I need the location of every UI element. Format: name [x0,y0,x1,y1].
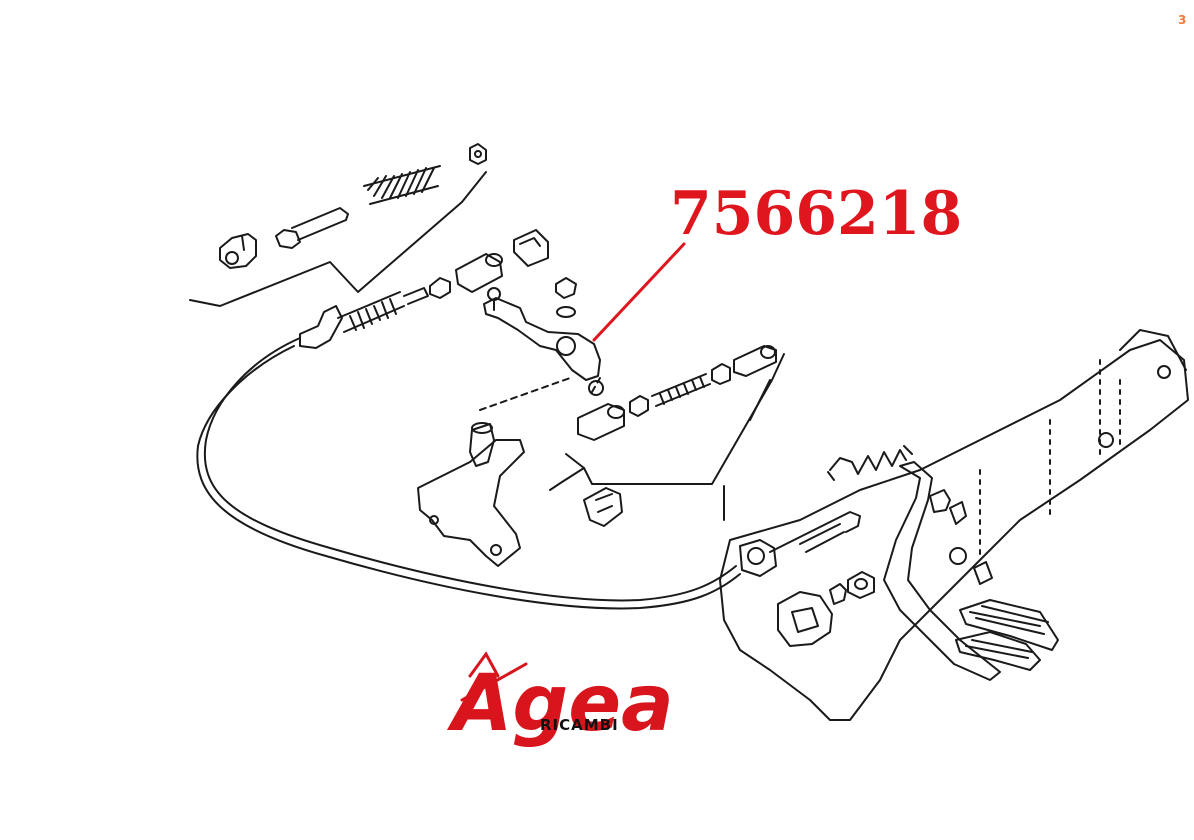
bushing-set [455,229,577,318]
logo-subtitle: RICAMBI [540,716,619,734]
cable-adjuster [299,277,451,349]
brake-cable [203,337,737,602]
pivot-bracket-plate [417,422,525,567]
clutch-pedal-pad [959,599,1059,651]
pedal-mount [777,591,833,647]
corner-mark: 3 [1178,13,1186,27]
bracket-line-upper [189,171,487,307]
agea-logo: Agea RICAMBI [446,651,674,749]
pedal-box [719,329,1189,721]
washer-2 [829,583,847,605]
callout-leader-line [592,242,686,342]
spring-clip [583,487,623,527]
washer-3 [929,489,951,513]
brake-pedal-pad [955,631,1041,671]
logo-brand: Agea [446,659,674,749]
brake-cable-inner [196,345,741,610]
washer-1 [847,571,875,599]
alignment-dash-2 [591,377,601,393]
alignment-dash-1 [479,377,571,411]
part-number-label: 7566218 [670,179,962,249]
lever-bracket-part [483,287,604,396]
bracket-line-lower-2 [565,379,771,521]
pedal-arm [883,461,1001,681]
push-rod [799,523,845,553]
return-spring [827,445,913,481]
upper-spring-assembly [219,143,487,269]
bracket-line-lower [549,353,785,491]
adjuster-rod-assembly [577,345,777,441]
compression-spring-top [363,165,441,205]
